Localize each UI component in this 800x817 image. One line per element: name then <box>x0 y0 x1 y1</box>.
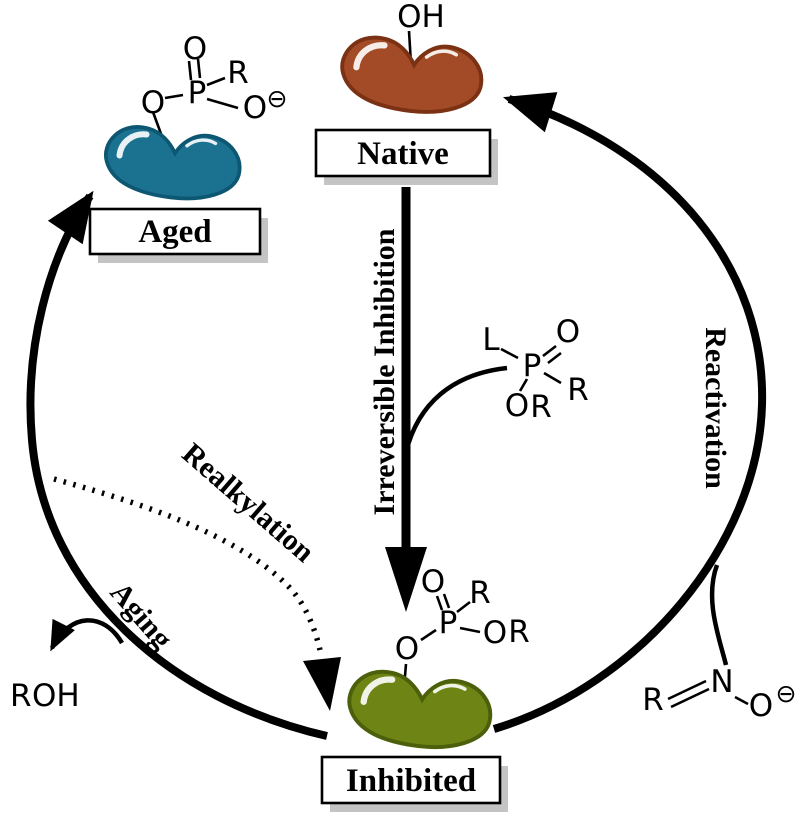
inhibited-o-ester-atom: O <box>483 615 507 651</box>
organophosphate-inhibitor-structure: L P O R O R <box>482 314 588 425</box>
aged-r-atom: R <box>227 55 249 91</box>
aged-adduct-structure: O P O R O ⊖ <box>141 31 288 126</box>
inhibited-highlight-2 <box>433 683 467 694</box>
inhibited-p-atom: P <box>439 605 458 641</box>
native-label-box: Native <box>314 128 498 185</box>
aged-highlight-2 <box>185 138 218 148</box>
oxime-r-atom: R <box>642 682 664 718</box>
aged-enzyme-blob <box>103 125 242 201</box>
aged-o-anionic-atom: O <box>243 90 267 126</box>
inhibition-arrowhead <box>385 547 427 612</box>
inhibitor-o-ester-atom: O <box>505 388 529 424</box>
aging-arrow <box>26 190 328 740</box>
inhibitor-leaving-group-atom: L <box>482 322 500 358</box>
inhibited-r-atom: R <box>469 575 491 611</box>
inhibited-o-link-atom: O <box>395 631 419 667</box>
native-hydroxyl: OH <box>397 0 445 35</box>
native-highlight-2 <box>424 49 458 59</box>
inhibited-r-ester-atom: R <box>508 614 530 650</box>
aged-charge-minus-icon: ⊖ <box>267 84 288 113</box>
inhibitor-p-atom: P <box>523 348 542 384</box>
reactivation-arrow <box>492 92 767 733</box>
realkylation-arrow <box>53 476 341 711</box>
native-highlight <box>353 42 388 71</box>
aged-label-box: Aged <box>88 207 268 263</box>
reactivation-label: Reactivation <box>699 327 732 489</box>
leaving-alcohol-structure: R OH <box>10 678 80 714</box>
aged-o-double-atom: O <box>183 31 207 67</box>
inhibitor-o-double-atom: O <box>556 314 580 350</box>
native-enzyme-blob <box>340 35 484 114</box>
roh-r-atom: R <box>10 678 32 714</box>
inhibited-o-double-atom: O <box>421 564 445 600</box>
oxime-attack-curve <box>709 564 729 666</box>
realkylation-label: Realkylation <box>176 437 321 569</box>
oxime-n-atom: N <box>710 664 733 700</box>
irreversible-inhibition-arrow <box>385 187 508 612</box>
aged-highlight <box>116 131 150 159</box>
irreversible-inhibition-label: Irreversible Inhibition <box>368 228 401 515</box>
inhibited-enzyme-blob <box>347 669 493 749</box>
inhibited-highlight <box>360 676 396 705</box>
aged-label: Aged <box>138 214 211 250</box>
aged-p-atom: P <box>188 75 207 111</box>
realkylation-arrowhead <box>303 657 341 711</box>
inhibitor-r-ester-atom: R <box>530 389 552 425</box>
inhibited-label: Inhibited <box>346 763 476 799</box>
roh-oh-group: OH <box>32 678 80 714</box>
inhibitor-r-atom: R <box>567 372 589 408</box>
inhibited-adduct-structure: O R P O R O <box>395 564 530 667</box>
aged-o-link-atom: O <box>141 85 165 121</box>
oxime-structure: R N O ⊖ <box>642 664 796 724</box>
leaving-group-branch-arrow <box>49 618 124 652</box>
inhibitor-feed-curve <box>403 365 508 453</box>
oxime-o-atom: O <box>749 688 773 724</box>
oxime-charge-minus-icon: ⊖ <box>776 679 797 708</box>
inhibited-label-box: Inhibited <box>320 755 508 812</box>
native-label: Native <box>357 136 449 172</box>
